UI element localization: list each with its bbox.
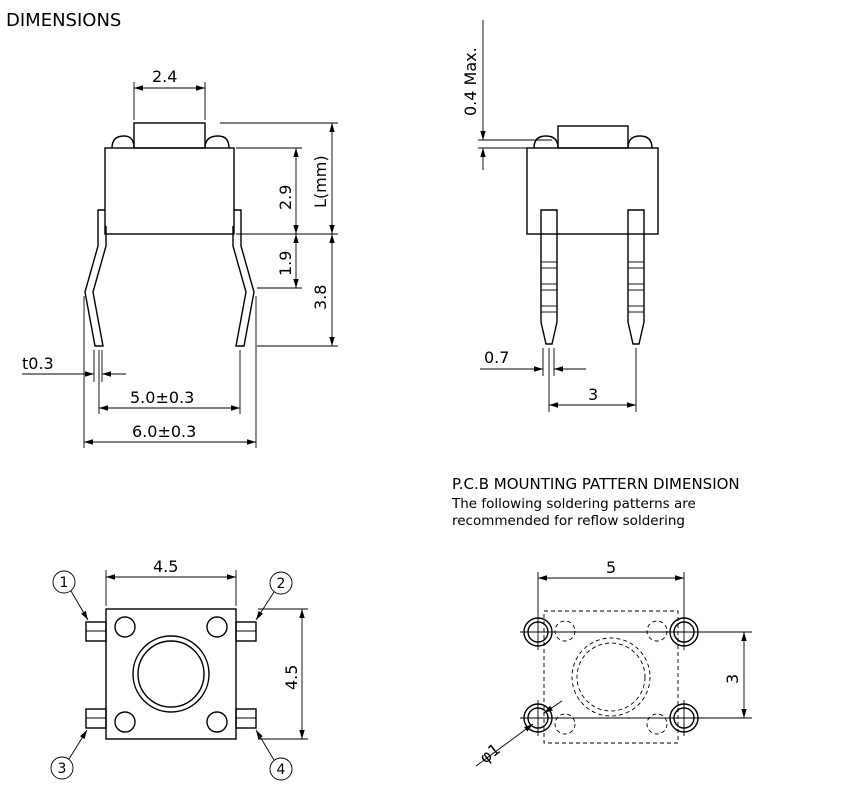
dim-max-height: 0.4 Max.	[461, 47, 480, 116]
pin-4-label: 4	[277, 762, 286, 778]
pin-2-label: 2	[277, 576, 286, 592]
switch-body	[104, 147, 235, 235]
pcb-body-outline	[543, 610, 679, 744]
front-dome-right	[627, 135, 653, 149]
front-body	[526, 147, 659, 235]
pin-3-badge	[50, 756, 74, 780]
front-pin-right	[627, 209, 645, 345]
front-actuator	[557, 125, 629, 149]
pin-4-tab	[235, 708, 257, 729]
dim-pcb-x-pitch: 5	[606, 558, 616, 577]
pin-1-label: 1	[60, 575, 69, 591]
pcb-title: P.C.B MOUNTING PATTERN DIMENSION	[452, 475, 740, 493]
side-view: 2.4 2.9 1.9 L(mm) 3.8 t0.3 5.0±0.3	[22, 67, 338, 448]
pin-4-badge	[269, 757, 293, 781]
dim-pcb-y-pitch: 3	[723, 674, 742, 684]
pin-1-badge	[52, 570, 76, 594]
pin-3-tab	[85, 708, 107, 729]
pcb-note-line-1: The following soldering patterns are	[451, 496, 696, 512]
actuator-circle-outer	[132, 635, 210, 713]
dim-lead-thickness: t0.3	[22, 354, 54, 373]
actuator-circle-inner	[137, 640, 205, 708]
pin-1-tab	[85, 621, 107, 642]
front-view: 0.4 Max. 0.7 3	[461, 20, 659, 412]
dim-lead-spacing: 5.0±0.3	[130, 388, 194, 407]
dim-top-view-height: 4.5	[282, 665, 301, 690]
pin-2-tab	[235, 621, 257, 642]
dim-outer-width: 6.0±0.3	[132, 422, 196, 441]
dim-total-height: L(mm)	[311, 155, 330, 208]
dim-top-width: 2.4	[152, 67, 177, 86]
dim-pin-width: 0.7	[484, 348, 509, 367]
front-dome-left	[533, 135, 559, 149]
side-dome-left	[111, 135, 135, 149]
pin-3-label: 3	[58, 761, 67, 777]
dim-lead-bend: 1.9	[276, 251, 295, 276]
dim-top-view-width: 4.5	[153, 557, 178, 576]
dim-pin-pitch: 3	[588, 385, 598, 404]
top-view: 1 2 3 4 4.5 4.5	[50, 557, 308, 781]
pin-2-badge	[269, 571, 293, 595]
left-lead	[84, 209, 107, 347]
main-title: DIMENSIONS	[6, 10, 121, 31]
top-body	[105, 608, 237, 740]
right-lead	[232, 209, 255, 347]
pcb-note-line-2: recommended for reflow soldering	[452, 513, 685, 529]
actuator-outline	[133, 122, 206, 149]
side-dome-right	[204, 135, 230, 149]
dim-body-height: 2.9	[276, 185, 295, 210]
dim-lead-length: 3.8	[311, 285, 330, 310]
pcb-pattern: 5 3 φ1	[475, 558, 752, 767]
front-pin-left	[540, 209, 558, 345]
